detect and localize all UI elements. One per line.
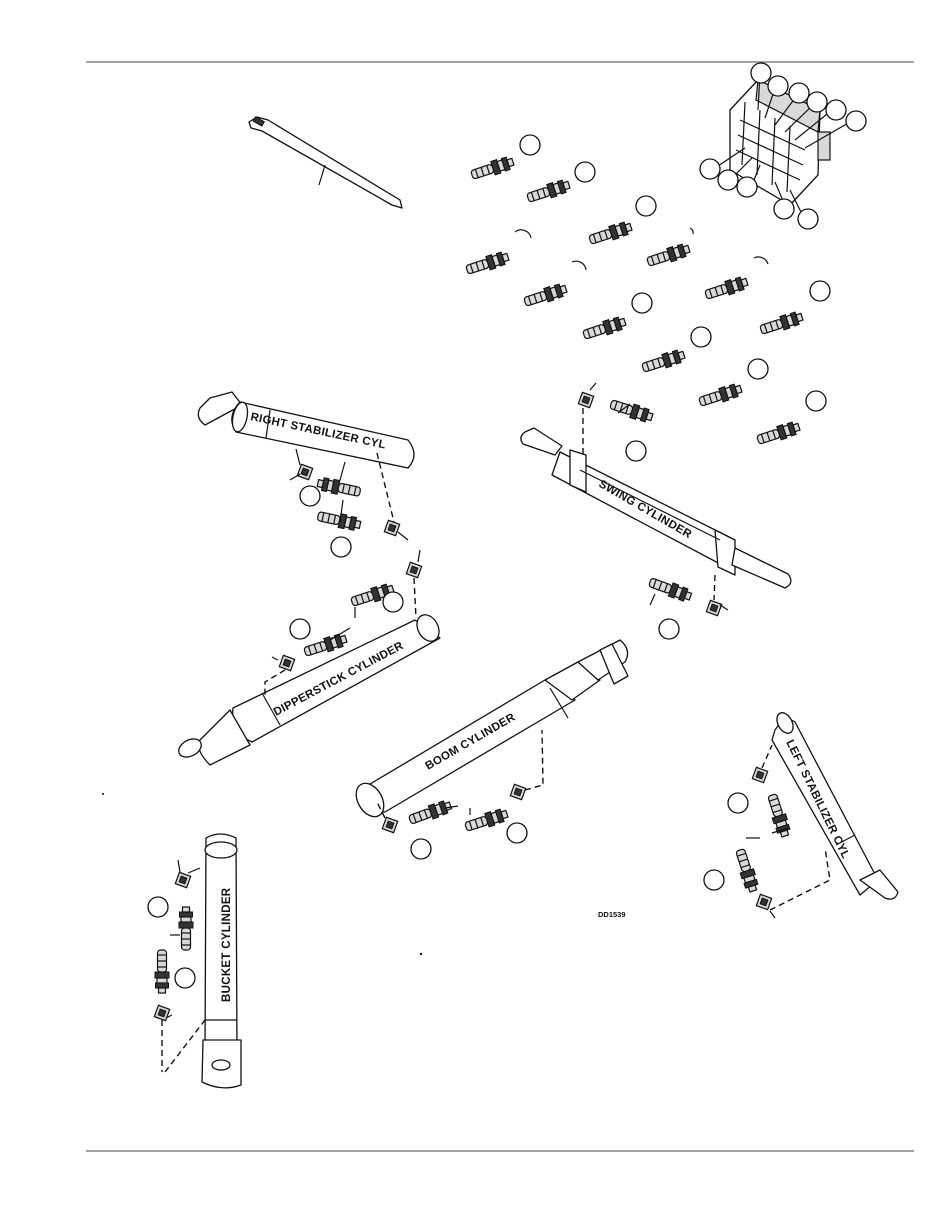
elbow-fitting	[278, 654, 296, 672]
fitting	[581, 314, 628, 343]
fitting	[758, 309, 805, 338]
swing-cylinder: SWING CYLINDER	[520, 427, 792, 589]
dipperstick-cylinder: DIPPERSTICK CYLINDER	[178, 614, 441, 766]
fitting	[608, 396, 655, 425]
loose-fittings-array	[464, 134, 831, 448]
fitting	[647, 574, 694, 604]
elbow-fitting	[174, 871, 192, 889]
fitting	[522, 281, 569, 310]
bucket-label: BUCKET CYLINDER	[221, 887, 233, 1002]
left-stabilizer-label: LEFT STABILIZER CYL	[783, 738, 851, 861]
fitting	[640, 347, 687, 376]
fitting	[464, 249, 511, 278]
control-valve-block	[699, 62, 867, 230]
print-speck	[419, 952, 423, 956]
cable-tie-strap	[248, 116, 403, 209]
fitting	[703, 274, 750, 303]
elbow-fitting	[296, 463, 314, 481]
swing-fittings	[577, 382, 729, 640]
fitting	[755, 419, 802, 448]
fitting	[315, 508, 363, 533]
elbow-fitting	[383, 519, 401, 537]
elbow-fitting	[705, 599, 723, 617]
drawing-code: DD1539	[598, 910, 626, 919]
fitting	[463, 806, 510, 835]
left-stabilizer-fittings	[703, 744, 831, 919]
fitting	[697, 381, 744, 410]
fitting	[302, 631, 349, 660]
fitting	[645, 241, 692, 270]
fitting	[587, 219, 634, 248]
bucket-fittings	[147, 859, 206, 1073]
fitting	[154, 949, 170, 994]
fitting	[732, 847, 761, 894]
bucket-cylinder: BUCKET CYLINDER	[201, 833, 242, 1089]
fitting	[178, 906, 194, 951]
right-stabilizer-fittings	[289, 448, 409, 558]
fitting	[407, 798, 454, 828]
elbow-fitting	[751, 766, 769, 784]
left-stabilizer-cylinder: LEFT STABILIZER CYL	[771, 712, 899, 900]
elbow-fitting	[153, 1004, 171, 1022]
elbow-fitting	[755, 893, 773, 911]
elbow-fitting	[381, 816, 399, 834]
elbow-fitting	[509, 783, 527, 801]
right-stabilizer-cylinder: RIGHT STABILIZER CYL	[197, 391, 415, 469]
elbow-fitting	[405, 561, 423, 579]
print-speck	[102, 793, 104, 795]
dipperstick-fittings	[264, 549, 423, 698]
boom-fittings	[375, 729, 544, 860]
swing-label: SWING CYLINDER	[597, 478, 694, 541]
boom-cylinder: BOOM CYLINDER	[355, 639, 629, 818]
fitting	[469, 154, 516, 183]
elbow-fitting	[577, 391, 595, 409]
fitting	[525, 177, 572, 206]
fitting	[315, 475, 363, 500]
